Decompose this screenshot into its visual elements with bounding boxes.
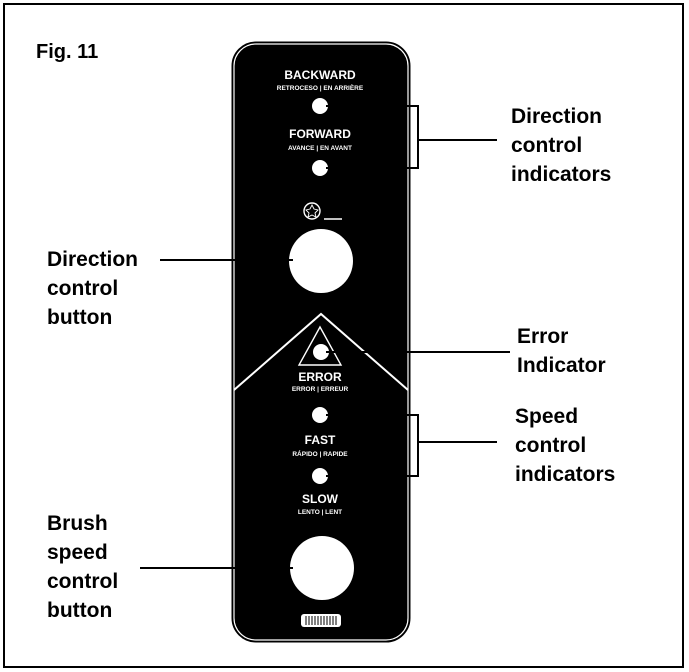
warning-triangle-icon	[297, 325, 343, 366]
error-indicator-light	[313, 344, 329, 360]
callout-direction-button: Direction control button	[47, 248, 138, 329]
svg-text:control: control	[47, 277, 118, 300]
direction-indicators-bracket	[326, 105, 419, 169]
slow-sublabel: LENTO | LENT	[298, 509, 342, 516]
brush-icon	[303, 202, 342, 220]
slow-label: SLOW	[302, 492, 339, 506]
figure-frame	[3, 3, 684, 668]
svg-text:Error: Error	[517, 325, 568, 348]
svg-text:Speed: Speed	[515, 405, 578, 428]
svg-text:button: button	[47, 306, 112, 329]
fast-label: FAST	[305, 433, 336, 447]
fast-sublabel: RÁPIDO | RAPIDE	[292, 449, 348, 458]
svg-text:control: control	[47, 570, 118, 593]
error-label: ERROR	[298, 370, 342, 384]
svg-text:Direction: Direction	[511, 105, 602, 128]
svg-text:Indicator: Indicator	[517, 354, 606, 377]
callout-speed-indicators: Speed control indicators	[515, 405, 615, 486]
forward-label: FORWARD	[289, 127, 351, 141]
svg-text:indicators: indicators	[515, 463, 615, 486]
svg-text:Brush: Brush	[47, 512, 108, 535]
panel-inner-border	[233, 43, 409, 641]
backward-label: BACKWARD	[284, 68, 356, 82]
connector-strip-icon	[301, 614, 341, 627]
forward-indicator-light	[312, 160, 328, 176]
callout-brush-button: Brush speed control button	[47, 512, 118, 622]
callout-error-indicator: Error Indicator	[517, 325, 606, 377]
error-sublabel: ERROR | ERREUR	[292, 386, 349, 393]
control-panel	[231, 41, 411, 643]
slow-indicator-light	[312, 468, 328, 484]
svg-text:control: control	[515, 434, 586, 457]
chevron-separator	[233, 312, 409, 391]
backward-indicator-light	[312, 98, 328, 114]
backward-sublabel: RETROCESO | EN ARRIÈRE	[277, 83, 364, 92]
svg-text:speed: speed	[47, 541, 108, 564]
svg-text:Direction: Direction	[47, 248, 138, 271]
speed-indicators-bracket	[326, 414, 419, 477]
svg-text:indicators: indicators	[511, 163, 611, 186]
brush-speed-control-button[interactable]	[290, 536, 354, 600]
callout-direction-indicators: Direction control indicators	[511, 105, 611, 186]
direction-control-button[interactable]	[289, 229, 353, 293]
forward-sublabel: AVANCE | EN AVANT	[288, 145, 352, 152]
fast-indicator-light	[312, 407, 328, 423]
figure-label: Fig. 11	[36, 41, 98, 63]
svg-text:button: button	[47, 599, 112, 622]
svg-text:control: control	[511, 134, 582, 157]
